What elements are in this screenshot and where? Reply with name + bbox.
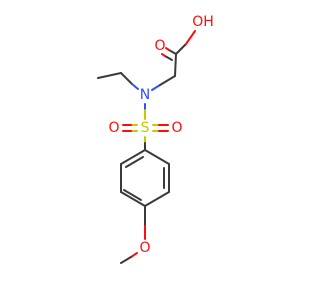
bond-c-oh-1 xyxy=(175,43,187,55)
bond-c-ethyl-n-2 xyxy=(131,83,139,90)
bond-c-o-double-b2 xyxy=(161,53,166,57)
bond-ring-6 xyxy=(120,149,146,165)
bond-ring-inner-3 xyxy=(125,156,144,168)
atom-label-sulfur: S xyxy=(141,120,150,136)
structure-canvas: OH O N S O O O xyxy=(97,14,214,264)
bond-c-o-double-a1 xyxy=(168,49,177,55)
bond-c-o-double-a2 xyxy=(165,47,170,51)
atom-label-nitrogen: N xyxy=(140,87,150,103)
bond-c-ethyl-methyl xyxy=(97,72,122,79)
bond-ring-inner-2 xyxy=(123,189,142,201)
bond-ring-1 xyxy=(144,149,170,165)
bond-ring-4 xyxy=(120,191,146,207)
atom-label-hydroxyl: OH xyxy=(192,14,214,30)
bond-o-methyl-2 xyxy=(120,256,132,264)
bond-ch2-c xyxy=(174,53,177,77)
bond-c-oh-2 xyxy=(185,30,196,45)
atom-label-carbonyl-oxygen: O xyxy=(154,38,165,54)
atom-label-sulfonyl-oxygen-right: O xyxy=(171,120,182,136)
bond-c-o-double-b1 xyxy=(164,55,173,61)
bond-c-ethyl-n-1 xyxy=(120,72,133,85)
atom-label-ether-oxygen: O xyxy=(139,240,150,256)
bond-n-ch2-1 xyxy=(151,84,161,91)
bonds xyxy=(97,30,196,264)
atom-label-sulfonyl-oxygen-left: O xyxy=(108,120,119,136)
bond-ring-3 xyxy=(144,191,170,207)
molecule-diagram: OH O N S O O O xyxy=(97,14,214,264)
bond-o-methyl-1 xyxy=(130,252,138,258)
bond-n-ch2-2 xyxy=(159,75,176,86)
